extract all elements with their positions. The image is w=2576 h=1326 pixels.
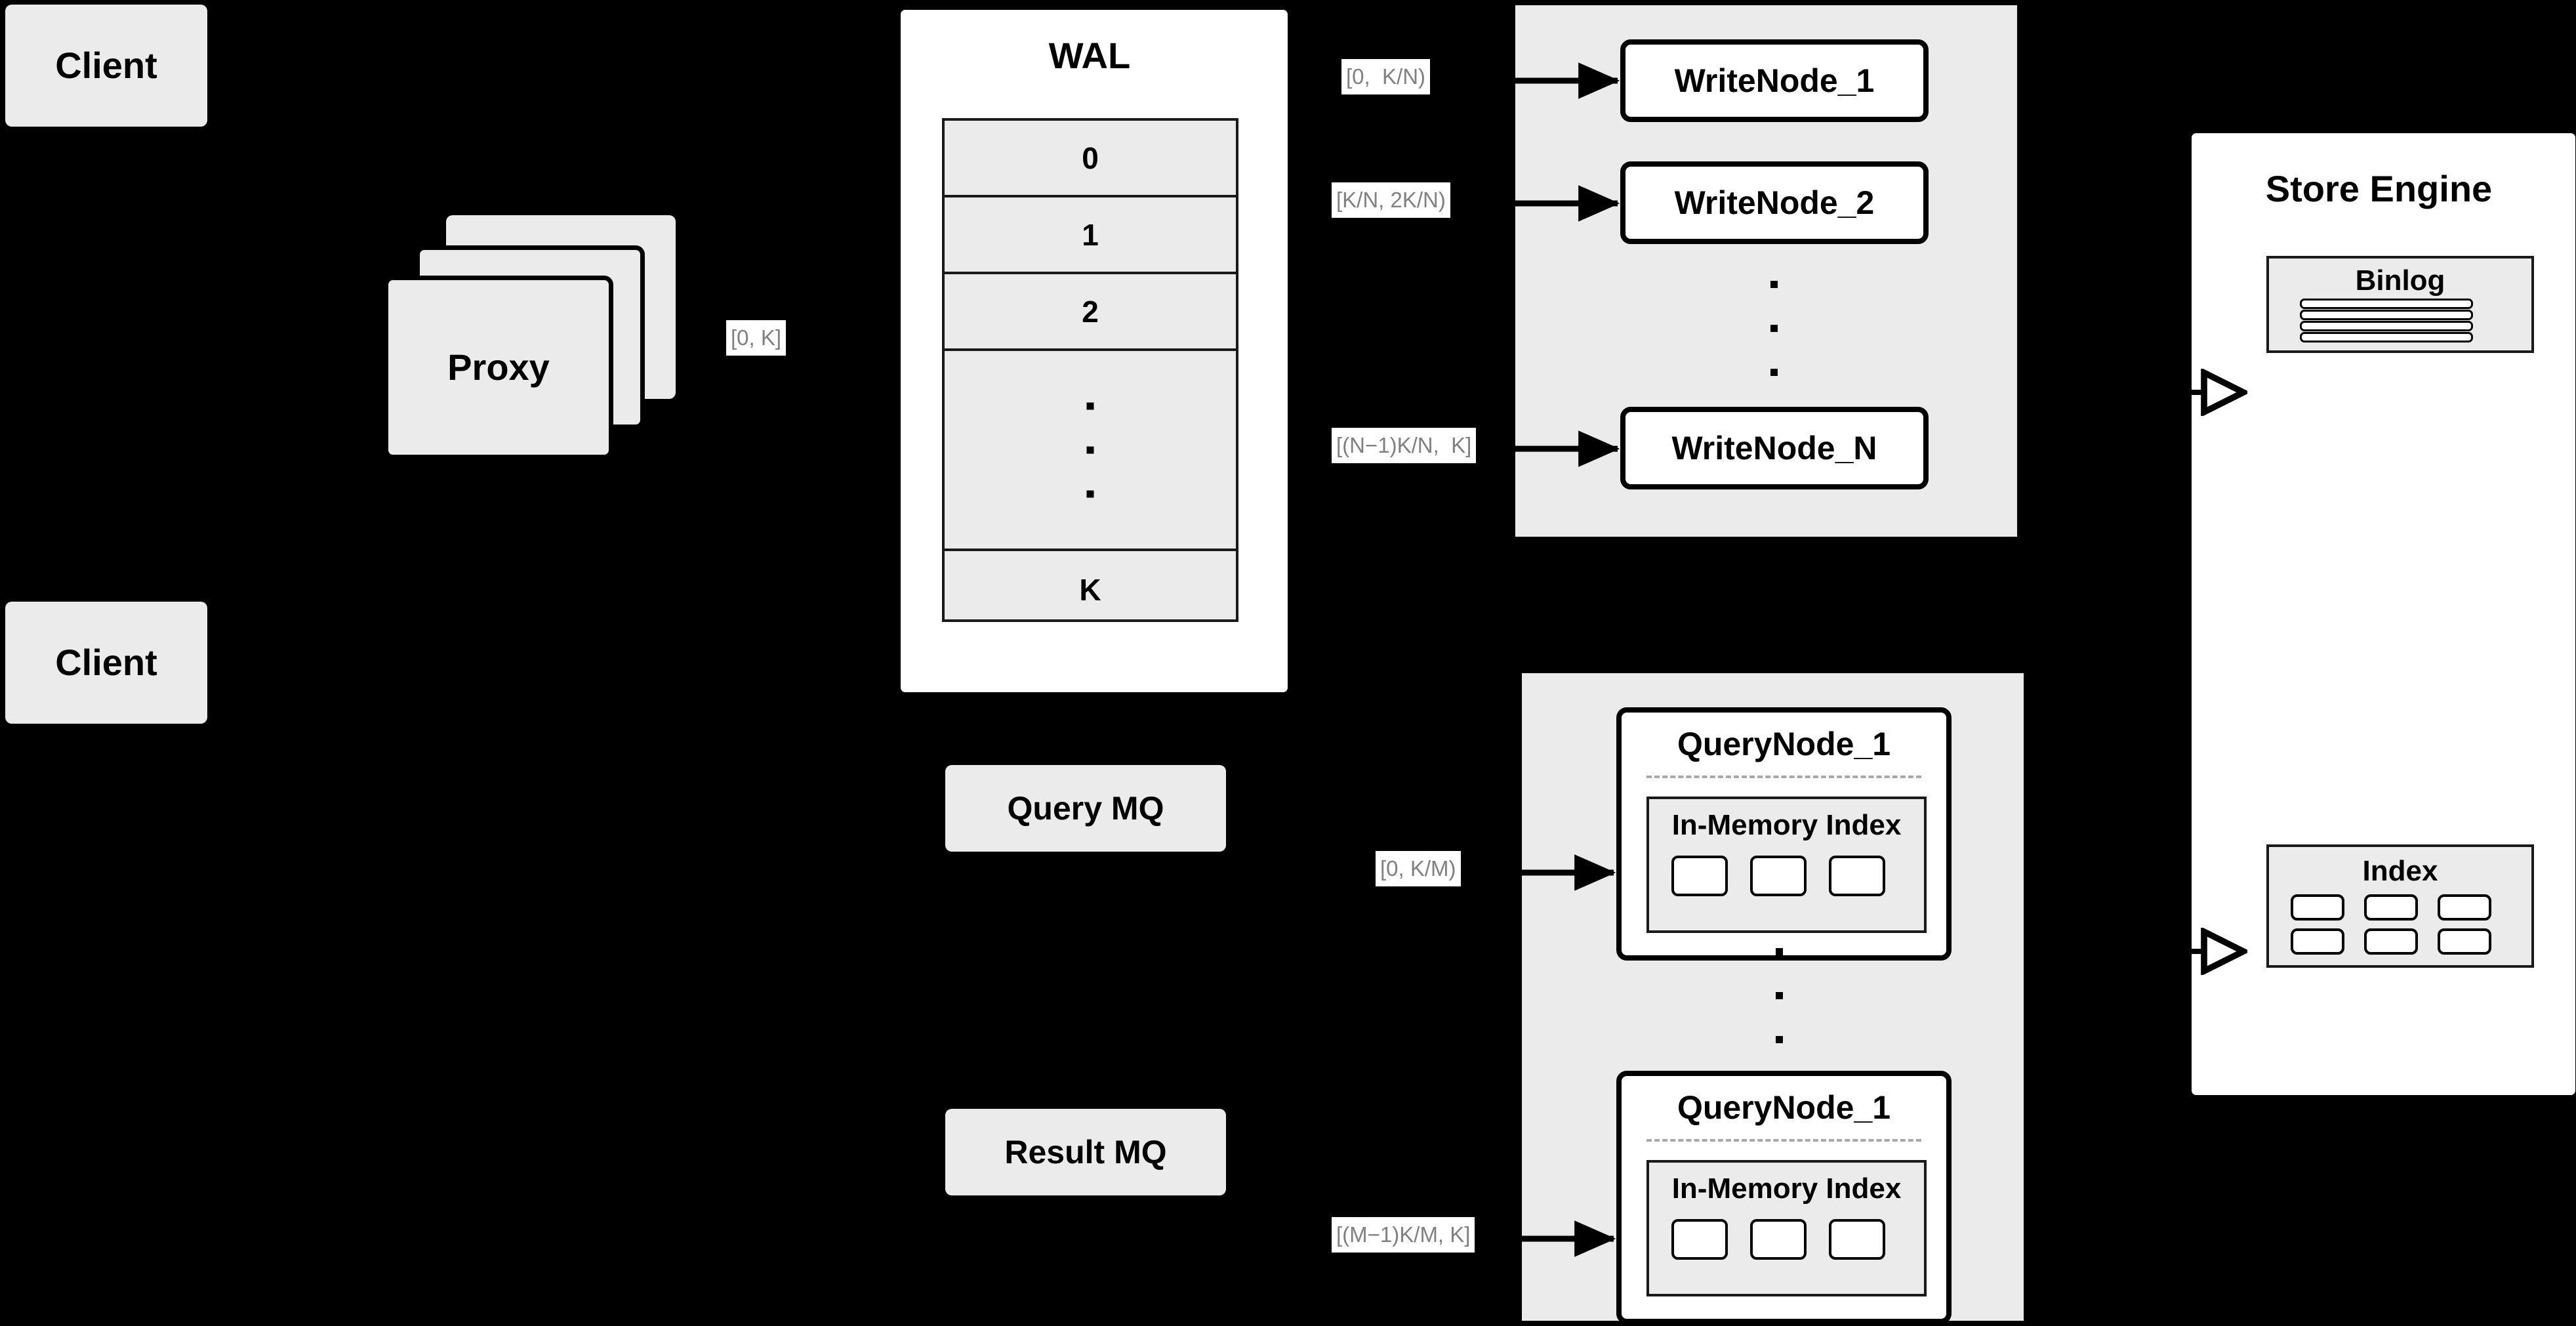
query-node-ellipsis	[1776, 948, 1783, 1043]
query-node-2[interactable]: QueryNode_1 In-Memory Index	[1616, 1071, 1952, 1324]
wal-row: K	[1079, 572, 1101, 607]
query-node-2-index-panel: In-Memory Index	[1646, 1160, 1927, 1296]
index-segment[interactable]	[1671, 1219, 1728, 1260]
store-index-segment[interactable]	[2438, 894, 2491, 921]
query-node-1-divider	[1646, 776, 1921, 778]
query-mq-label: Query MQ	[1007, 790, 1164, 827]
store-index-segment[interactable]	[2364, 894, 2418, 921]
client-box-2[interactable]: Client	[5, 602, 207, 724]
client-box-1[interactable]: Client	[5, 5, 207, 127]
binlog-segment[interactable]	[2300, 321, 2473, 331]
query-node-2-range-label: [(M−1)K/M, K]	[1332, 1217, 1475, 1253]
wal-title: WAL	[1048, 34, 1131, 76]
write-node-1[interactable]: WriteNode_1	[1620, 39, 1929, 122]
write-node-2[interactable]: WriteNode_2	[1620, 161, 1929, 244]
binlog-segment[interactable]	[2300, 332, 2473, 342]
query-node-2-divider	[1646, 1139, 1921, 1142]
result-mq-box[interactable]: Result MQ	[945, 1109, 1226, 1195]
query-node-1-range-label: [0, K/M)	[1376, 851, 1461, 886]
store-index-title: Index	[2362, 855, 2438, 888]
index-segment[interactable]	[1829, 1219, 1885, 1260]
wal-row: 0	[945, 121, 1236, 197]
binlog-segment[interactable]	[2300, 310, 2473, 320]
query-node-1-index-panel: In-Memory Index	[1646, 797, 1927, 933]
proxy-range-label: [0, K]	[726, 320, 787, 356]
wal-row: 1	[945, 197, 1236, 274]
store-index-segment[interactable]	[2291, 928, 2344, 955]
wal-row-list: 0 1 2 K	[942, 118, 1238, 622]
query-node-2-index-title: In-Memory Index	[1671, 1172, 1902, 1205]
binlog-title: Binlog	[2355, 264, 2445, 297]
write-node-1-range-label: [0, K/N)	[1341, 59, 1431, 94]
result-mq-label: Result MQ	[1004, 1134, 1167, 1171]
index-segment[interactable]	[1671, 856, 1728, 896]
wal-row-ellipsis	[945, 351, 1236, 551]
wal-ellipsis-dots	[1086, 402, 1094, 497]
store-index-panel: Index	[2266, 844, 2534, 968]
write-node-n-label: WriteNode_N	[1671, 430, 1877, 466]
write-node-2-label: WriteNode_2	[1674, 184, 1875, 221]
query-node-1-index-title: In-Memory Index	[1671, 809, 1902, 842]
write-node-n[interactable]: WriteNode_N	[1620, 407, 1929, 489]
write-node-n-range-label: [(N−1)K/N, K]	[1332, 428, 1477, 463]
proxy-label: Proxy	[447, 346, 550, 388]
query-node-1-label: QueryNode_1	[1677, 726, 1891, 762]
store-index-segment[interactable]	[2364, 928, 2418, 955]
query-mq-box[interactable]: Query MQ	[945, 765, 1226, 852]
binlog-panel: Binlog	[2266, 256, 2534, 353]
query-node-2-label: QueryNode_1	[1677, 1089, 1891, 1126]
write-node-1-label: WriteNode_1	[1674, 62, 1875, 99]
write-node-ellipsis	[1770, 281, 1778, 376]
store-index-segment[interactable]	[2291, 894, 2344, 921]
binlog-segment[interactable]	[2300, 299, 2473, 309]
index-segment[interactable]	[1750, 856, 1807, 896]
client-label-2: Client	[55, 641, 157, 683]
proxy-card-front[interactable]: Proxy	[384, 276, 613, 459]
index-segment[interactable]	[1750, 1219, 1807, 1260]
write-node-2-range-label: [K/N, 2K/N)	[1332, 182, 1450, 218]
client-label-1: Client	[55, 44, 157, 86]
wal-row: 2	[945, 274, 1236, 351]
index-segment[interactable]	[1829, 856, 1885, 896]
store-index-segment[interactable]	[2438, 928, 2491, 955]
query-node-1[interactable]: QueryNode_1 In-Memory Index	[1616, 707, 1952, 961]
store-engine-title: Store Engine	[2265, 167, 2493, 209]
